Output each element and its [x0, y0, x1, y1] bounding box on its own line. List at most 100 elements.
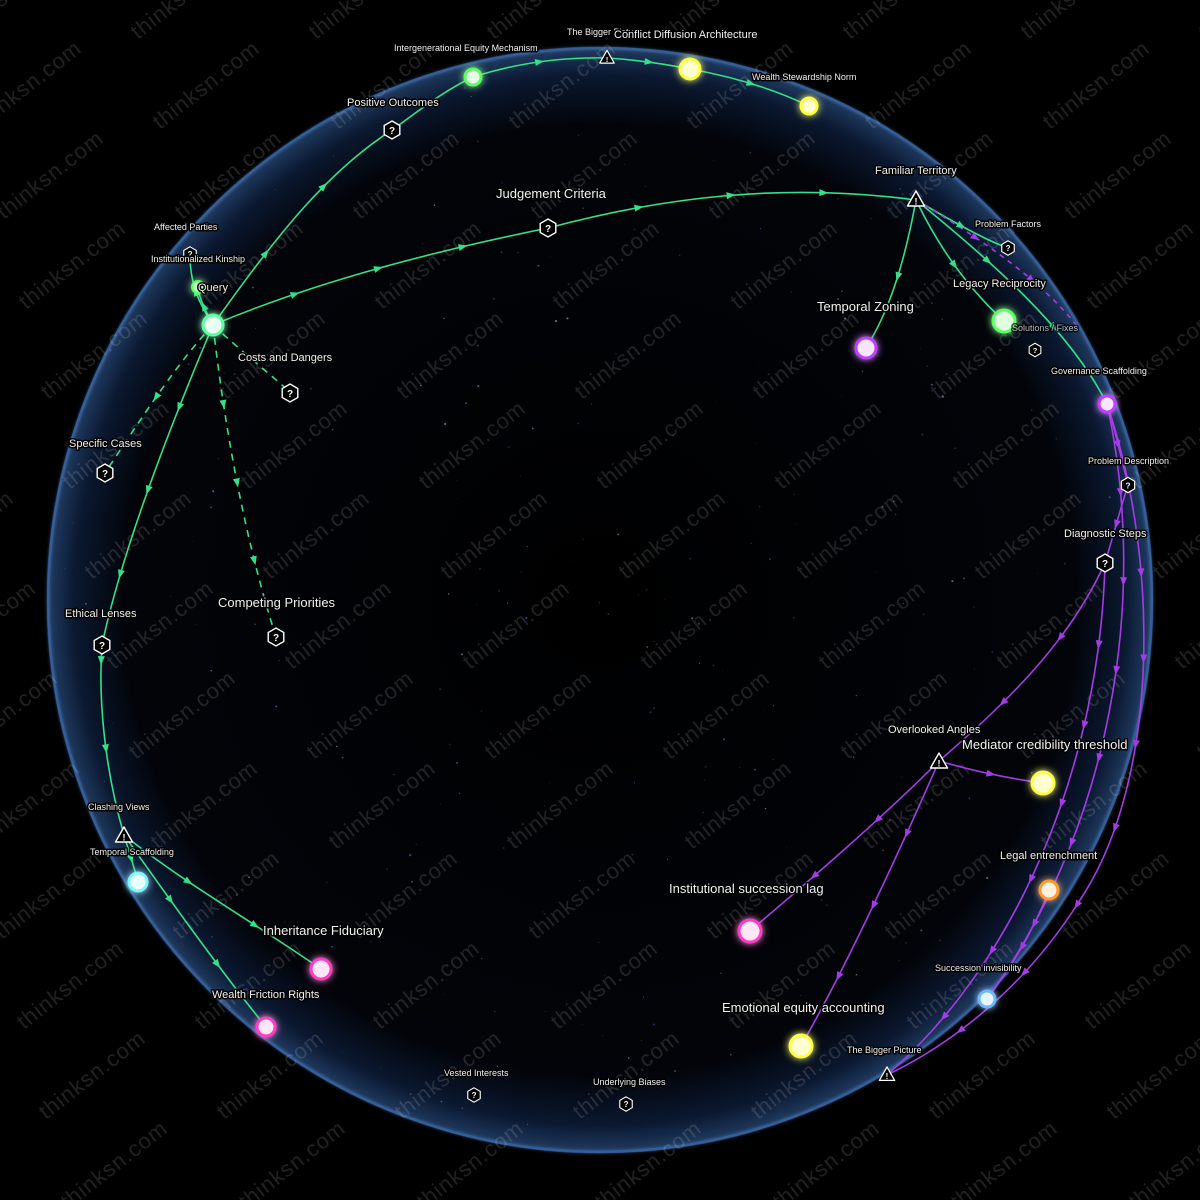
- problem-description-label: Problem Description: [1088, 456, 1169, 466]
- problem-description-hex-icon[interactable]: [1120, 476, 1136, 494]
- vested-interests-hex-icon[interactable]: [467, 1087, 481, 1103]
- star: [114, 654, 116, 656]
- positive-outcomes-hex-icon[interactable]: [383, 120, 401, 140]
- star: [1037, 573, 1038, 575]
- star: [170, 596, 171, 597]
- emotional-equity-node[interactable]: [788, 1033, 814, 1059]
- mediator-credibility-node[interactable]: [1030, 770, 1056, 796]
- watermark-text: thinksn.com: [1192, 665, 1200, 764]
- edge-arrowhead: [1132, 739, 1140, 750]
- star: [526, 545, 529, 548]
- star: [763, 709, 765, 711]
- edge-arrowhead: [1028, 873, 1036, 884]
- star: [500, 251, 503, 254]
- star: [477, 385, 480, 388]
- specific-cases-hex-icon[interactable]: [96, 463, 114, 483]
- edge-arrowhead: [1114, 519, 1121, 529]
- competing-priorities-hex-icon[interactable]: [267, 627, 285, 647]
- wealth-friction-label: Wealth Friction Rights: [212, 989, 320, 1001]
- star: [861, 370, 864, 372]
- edge-arrowhead: [1026, 274, 1036, 283]
- edge-arrowhead: [1032, 918, 1040, 928]
- edge-arrowhead: [982, 255, 992, 265]
- star: [248, 876, 250, 879]
- temporal-zoning-node[interactable]: [854, 336, 878, 360]
- star: [898, 959, 900, 961]
- temporal-scaffolding-node[interactable]: [127, 871, 149, 893]
- edge-overlooked-institutional: [749, 760, 940, 932]
- star: [646, 645, 649, 648]
- solutions-fixes-hex-icon[interactable]: [1028, 342, 1042, 358]
- watermark-text: thinksn.com: [14, 215, 131, 314]
- inheritance-fiduciary-node[interactable]: [309, 957, 333, 981]
- diagnostic-steps-label: Diagnostic Steps: [1064, 528, 1147, 540]
- edge-query-clashing: [100, 324, 214, 836]
- wealth-stewardship-label: Wealth Stewardship Norm: [752, 72, 856, 82]
- edge-arrowhead: [201, 302, 209, 312]
- star: [506, 602, 509, 604]
- star: [494, 1011, 496, 1013]
- legacy-reciprocity-node[interactable]: [991, 308, 1017, 334]
- governance-scaffolding-node[interactable]: [1097, 394, 1117, 414]
- overlooked-angles-label: Overlooked Angles: [888, 724, 981, 736]
- star: [793, 617, 795, 619]
- succession-invisibility-label: Succession invisibility: [935, 963, 1022, 973]
- star: [764, 807, 767, 810]
- watermark-text: thinksn.com: [1126, 395, 1200, 494]
- watermark-text: thinksn.com: [0, 755, 84, 854]
- ethical-lenses-hex-icon[interactable]: [93, 635, 111, 655]
- star: [477, 140, 479, 143]
- edge-arrowhead: [1113, 665, 1121, 676]
- diagnostic-steps-hex-icon[interactable]: [1096, 553, 1114, 573]
- star: [895, 513, 897, 516]
- costs-dangers-hex-icon[interactable]: [281, 383, 299, 403]
- star: [820, 899, 823, 901]
- star: [420, 384, 422, 387]
- star: [520, 571, 522, 573]
- star: [254, 623, 256, 625]
- judgement-criteria-hex-icon[interactable]: [539, 218, 557, 238]
- institutionalized-kinship-node[interactable]: [191, 280, 205, 294]
- watermark-text: thinksn.com: [304, 0, 421, 44]
- succession-invisibility-node[interactable]: [977, 989, 997, 1009]
- wealth-stewardship-node[interactable]: [799, 96, 819, 116]
- query-node[interactable]: [201, 313, 225, 337]
- star: [661, 1087, 663, 1089]
- star: [930, 302, 933, 304]
- underlying-biases-hex-icon[interactable]: [619, 1096, 633, 1112]
- star: [517, 252, 519, 254]
- star: [439, 688, 441, 690]
- star: [331, 428, 334, 431]
- legal-entrenchment-node[interactable]: [1038, 879, 1060, 901]
- watermark-text: thinksn.com: [34, 1025, 151, 1124]
- star: [335, 745, 338, 748]
- star: [192, 540, 194, 542]
- edge-arrowhead: [1081, 720, 1089, 730]
- edge-arrowhead: [249, 919, 259, 928]
- watermark-text: thinksn.com: [924, 1025, 1041, 1124]
- star: [368, 132, 370, 134]
- star: [409, 856, 410, 857]
- edge-arrowhead: [146, 484, 153, 495]
- edge-arrowhead: [1113, 439, 1121, 450]
- institutional-succession-node[interactable]: [737, 918, 763, 944]
- star: [631, 854, 633, 856]
- star: [900, 776, 902, 778]
- star: [254, 537, 256, 539]
- wealth-friction-node[interactable]: [255, 1016, 277, 1038]
- star: [341, 1051, 343, 1053]
- conflict-diffusion-node[interactable]: [678, 57, 702, 81]
- star: [712, 159, 715, 161]
- star: [712, 664, 715, 667]
- problem-factors-hex-icon[interactable]: [1001, 240, 1015, 256]
- star: [767, 166, 770, 169]
- intergenerational-equity-node[interactable]: [463, 67, 483, 87]
- star: [1070, 496, 1073, 499]
- bigger-picture-top-label: The Bigger Picture: [567, 27, 642, 37]
- temporal-scaffolding-label: Temporal Scaffolding: [90, 847, 174, 857]
- star: [627, 1057, 630, 1059]
- edge-arrowhead: [183, 876, 193, 885]
- star: [550, 729, 551, 730]
- edge-arrowhead: [1019, 941, 1028, 952]
- star: [544, 805, 545, 807]
